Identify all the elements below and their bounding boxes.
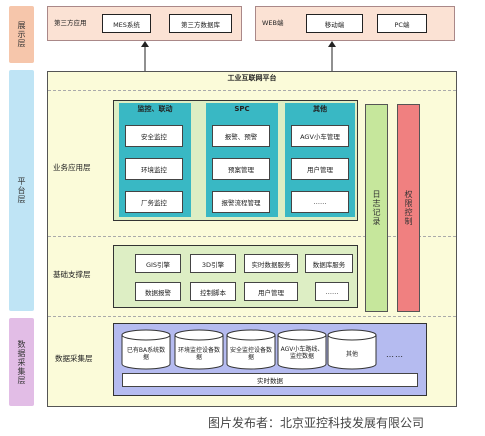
- third-party-app-label: 第三方应用: [54, 19, 87, 27]
- db-label-other: 其他: [345, 350, 358, 358]
- alarm-warning-box: 报警、预警: [212, 125, 270, 147]
- support-layer-label: 基础支撑层: [53, 270, 91, 279]
- control-script-box: 控制脚本: [190, 282, 236, 301]
- agv-management-box: AGV小车管理: [291, 125, 349, 147]
- env-monitor-box: 环境监控: [125, 158, 183, 180]
- platform-layer-label: 平台层: [9, 70, 34, 311]
- realtime-data-bar: 实时数据: [122, 373, 418, 387]
- alarm-process-box: 报警流程管理: [212, 191, 270, 213]
- arrow-left-head: [141, 41, 149, 47]
- monitor-column-header: 监控、联动: [137, 105, 173, 113]
- user-management-box: 用户管理: [291, 158, 349, 180]
- other-column-header: 其他: [313, 105, 327, 113]
- web-client-label: WEB端: [262, 19, 284, 27]
- display-group-third-party: 第三方应用 MES系统 第三方数据库: [47, 6, 242, 41]
- collection-layer-label: 数据采集层: [55, 354, 93, 363]
- permission-control-bar: 权限控制: [397, 104, 420, 312]
- support-ellipsis-box: ……: [315, 282, 349, 301]
- database-service-box: 数据库服务: [305, 254, 353, 273]
- pc-client-box: PC端: [377, 14, 427, 33]
- spc-column: SPC 报警、预警 预案管理 报警流程管理: [206, 103, 278, 217]
- facility-monitor-box: 厂务监控: [125, 191, 183, 213]
- platform-dashed-top: [48, 90, 456, 91]
- db-label-agv: AGV小车路线、监控数据: [280, 346, 324, 360]
- db-label-ba: 已有BA系统数据: [126, 347, 166, 361]
- platform-dashed-mid: [48, 236, 456, 237]
- display-group-clients: WEB端 移动端 PC端: [255, 6, 455, 41]
- other-ellipsis-box: ……: [291, 191, 349, 213]
- collection-ellipsis: ……: [386, 350, 404, 359]
- realtime-data-service-box: 实时数据服务: [244, 254, 298, 273]
- mes-system-box: MES系统: [102, 14, 151, 33]
- third-party-db-box: 第三方数据库: [169, 14, 232, 33]
- db-label-env: 环境监控设备数据: [177, 347, 220, 361]
- other-column: 其他 AGV小车管理 用户管理 ……: [285, 103, 355, 217]
- display-layer-label: 展示层: [9, 6, 34, 63]
- arrow-right-head: [328, 41, 336, 47]
- safety-monitor-box: 安全监控: [125, 125, 183, 147]
- platform-dashed-low: [48, 316, 456, 317]
- 3d-engine-box: 3D引擎: [190, 254, 236, 273]
- publisher-watermark: 图片发布者：北京亚控科技发展有限公司: [208, 416, 425, 430]
- log-record-bar: 日志记录: [365, 104, 388, 312]
- spc-column-header: SPC: [234, 105, 250, 113]
- platform-title: 工业互联网平台: [227, 74, 277, 82]
- collection-layer-label: 数据采集层: [9, 318, 34, 406]
- support-user-management-box: 用户管理: [244, 282, 298, 301]
- plan-management-box: 预案管理: [212, 158, 270, 180]
- db-label-safety: 安全监控设备数据: [229, 347, 272, 361]
- gis-engine-box: GIS引擎: [135, 254, 181, 273]
- mobile-client-box: 移动端: [306, 14, 363, 33]
- monitor-column: 监控、联动 安全监控 环境监控 厂务监控: [119, 103, 191, 217]
- data-alarm-box: 数据报警: [135, 282, 181, 301]
- business-layer-label: 业务应用层: [53, 163, 91, 172]
